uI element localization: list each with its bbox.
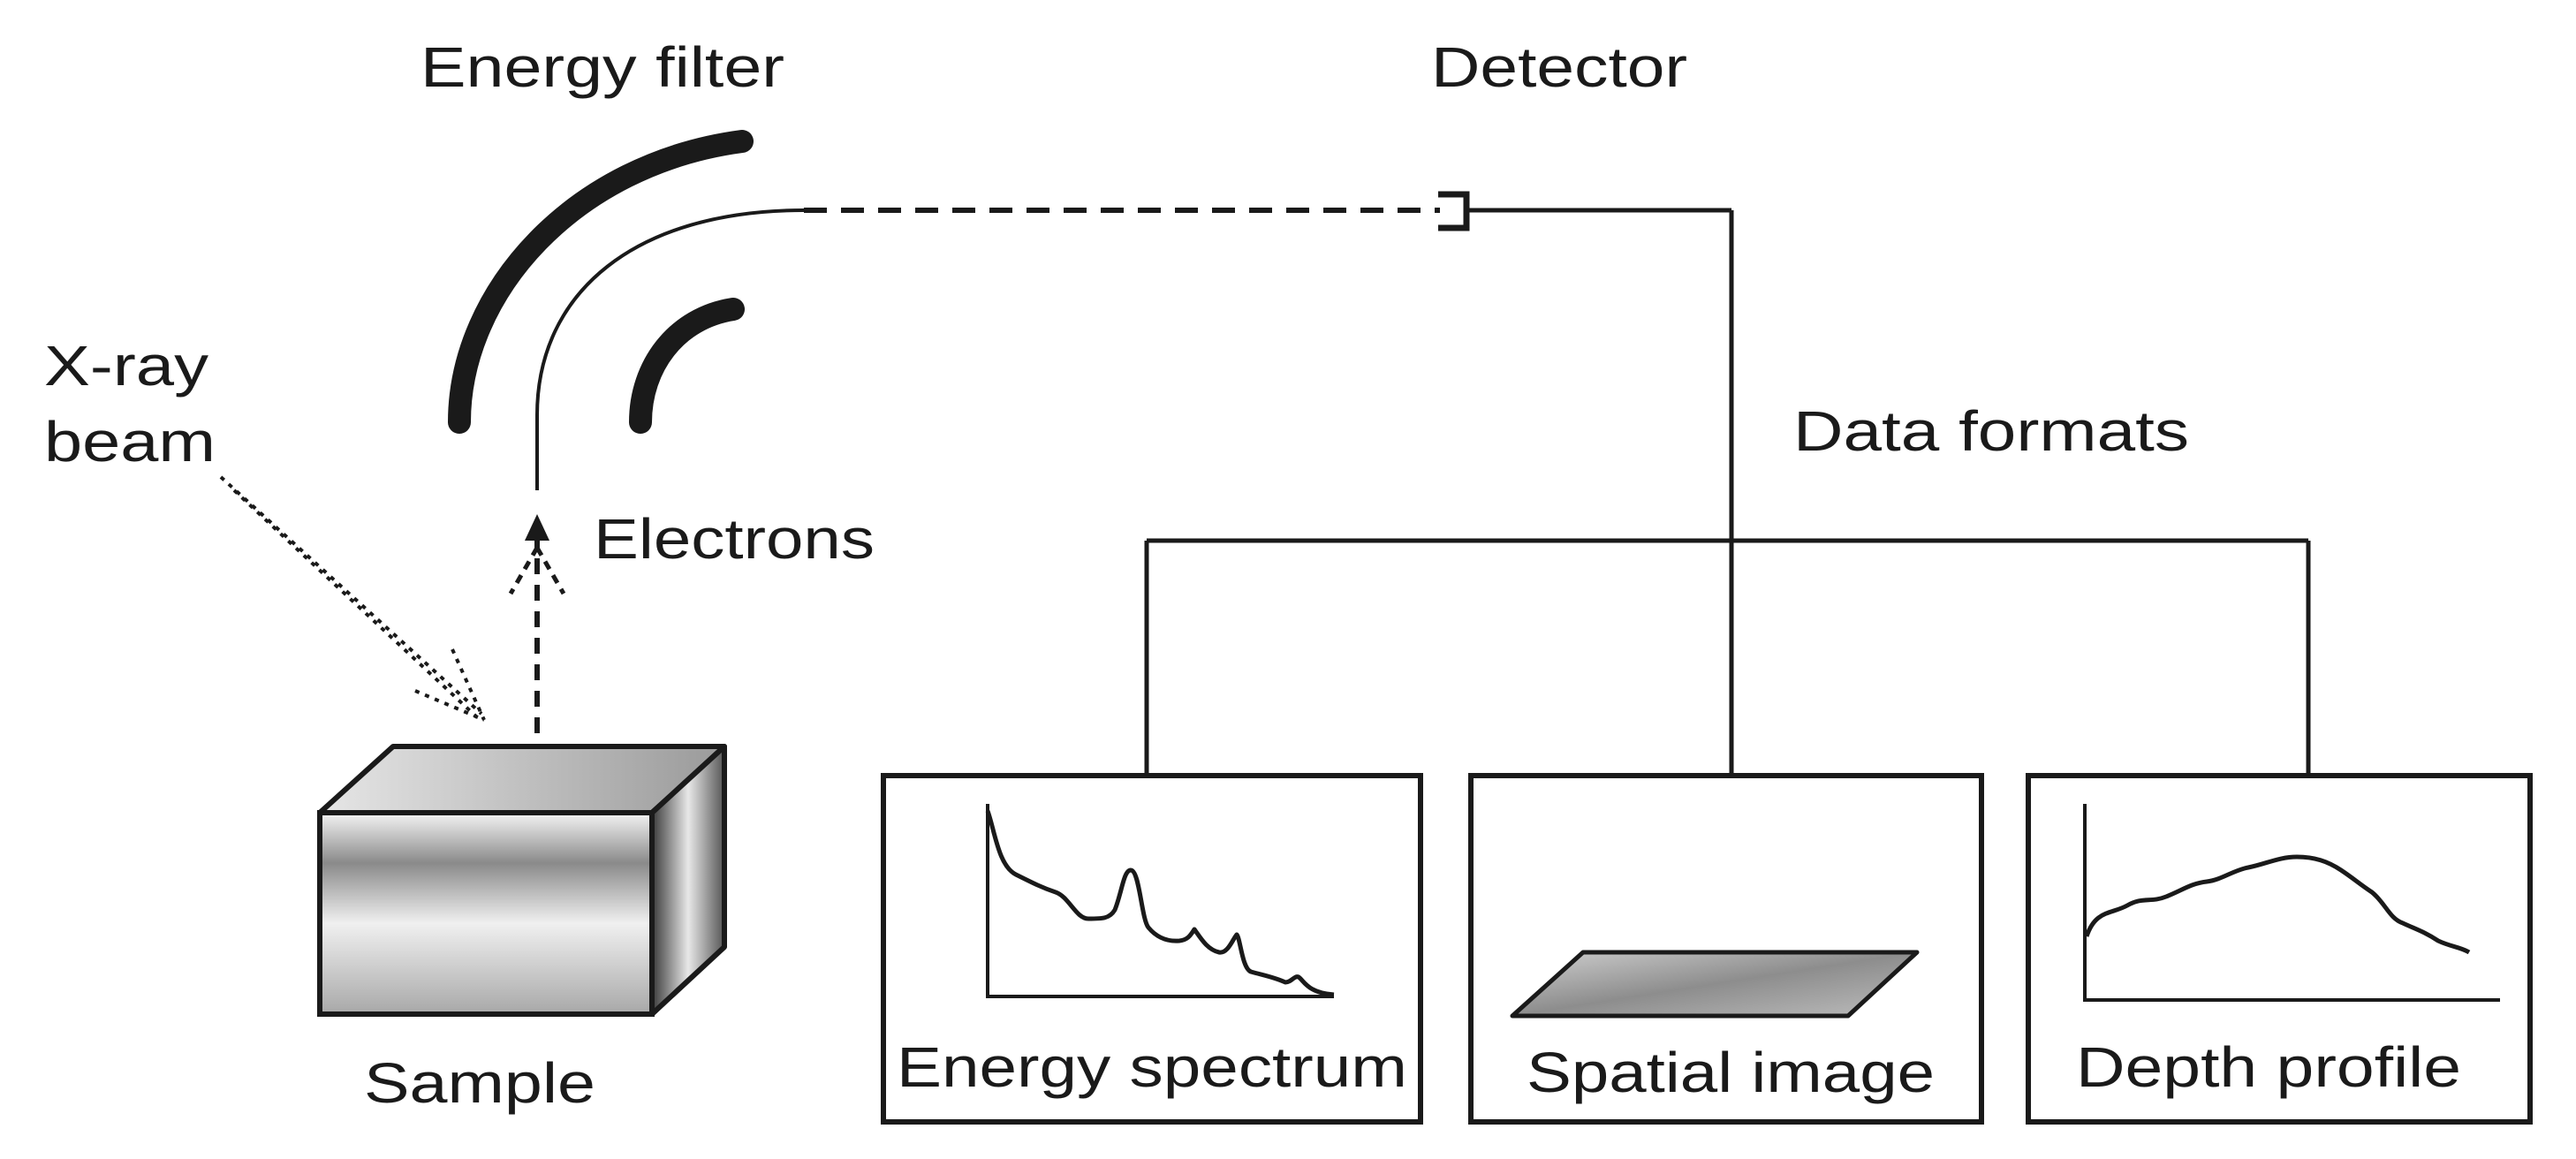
electron-trajectory bbox=[535, 208, 805, 490]
sample-cube bbox=[317, 744, 727, 1017]
energy-filter-outer-arc bbox=[448, 130, 754, 434]
energy-spectrum-box bbox=[881, 773, 1423, 1125]
sample-label: Sample bbox=[364, 1051, 595, 1115]
electrons-arrowhead bbox=[525, 514, 549, 541]
xray-beam-label-line1: X-ray bbox=[44, 334, 208, 398]
depth-profile-curve bbox=[2084, 854, 2471, 955]
output-spatial-image: Spatial image bbox=[1468, 773, 1984, 1125]
depth-profile-box bbox=[2026, 773, 2533, 1125]
detector-label: Detector bbox=[1431, 35, 1687, 99]
energy-spectrum-curve bbox=[985, 810, 1335, 997]
energy-filter-label: Energy filter bbox=[420, 35, 784, 99]
sample-front-face bbox=[317, 810, 655, 1017]
spatial-image-plane bbox=[1510, 950, 1920, 1019]
energy-filter-inner-arc bbox=[629, 298, 745, 434]
depth-profile-axes bbox=[2083, 804, 2500, 1002]
energy-filter bbox=[448, 130, 805, 490]
energy-spectrum-label: Energy spectrum bbox=[897, 1035, 1407, 1099]
xray-beam-arrow bbox=[219, 475, 486, 722]
data-format-tree bbox=[1144, 210, 2311, 776]
data-formats-label: Data formats bbox=[1793, 399, 2189, 463]
spatial-image-box bbox=[1468, 773, 1984, 1125]
detector-bracket bbox=[1438, 191, 1470, 231]
detector bbox=[1438, 191, 1731, 231]
electrons-arrow bbox=[508, 514, 566, 733]
depth-profile-label: Depth profile bbox=[2076, 1035, 2461, 1099]
xray-beam-label-line2: beam bbox=[44, 410, 216, 473]
output-energy-spectrum: Energy spectrum bbox=[881, 773, 1423, 1125]
energy-spectrum-axes bbox=[986, 804, 1334, 998]
spatial-image-label: Spatial image bbox=[1527, 1041, 1935, 1104]
electrons-label: Electrons bbox=[594, 507, 875, 571]
output-depth-profile: Depth profile bbox=[2026, 773, 2533, 1125]
